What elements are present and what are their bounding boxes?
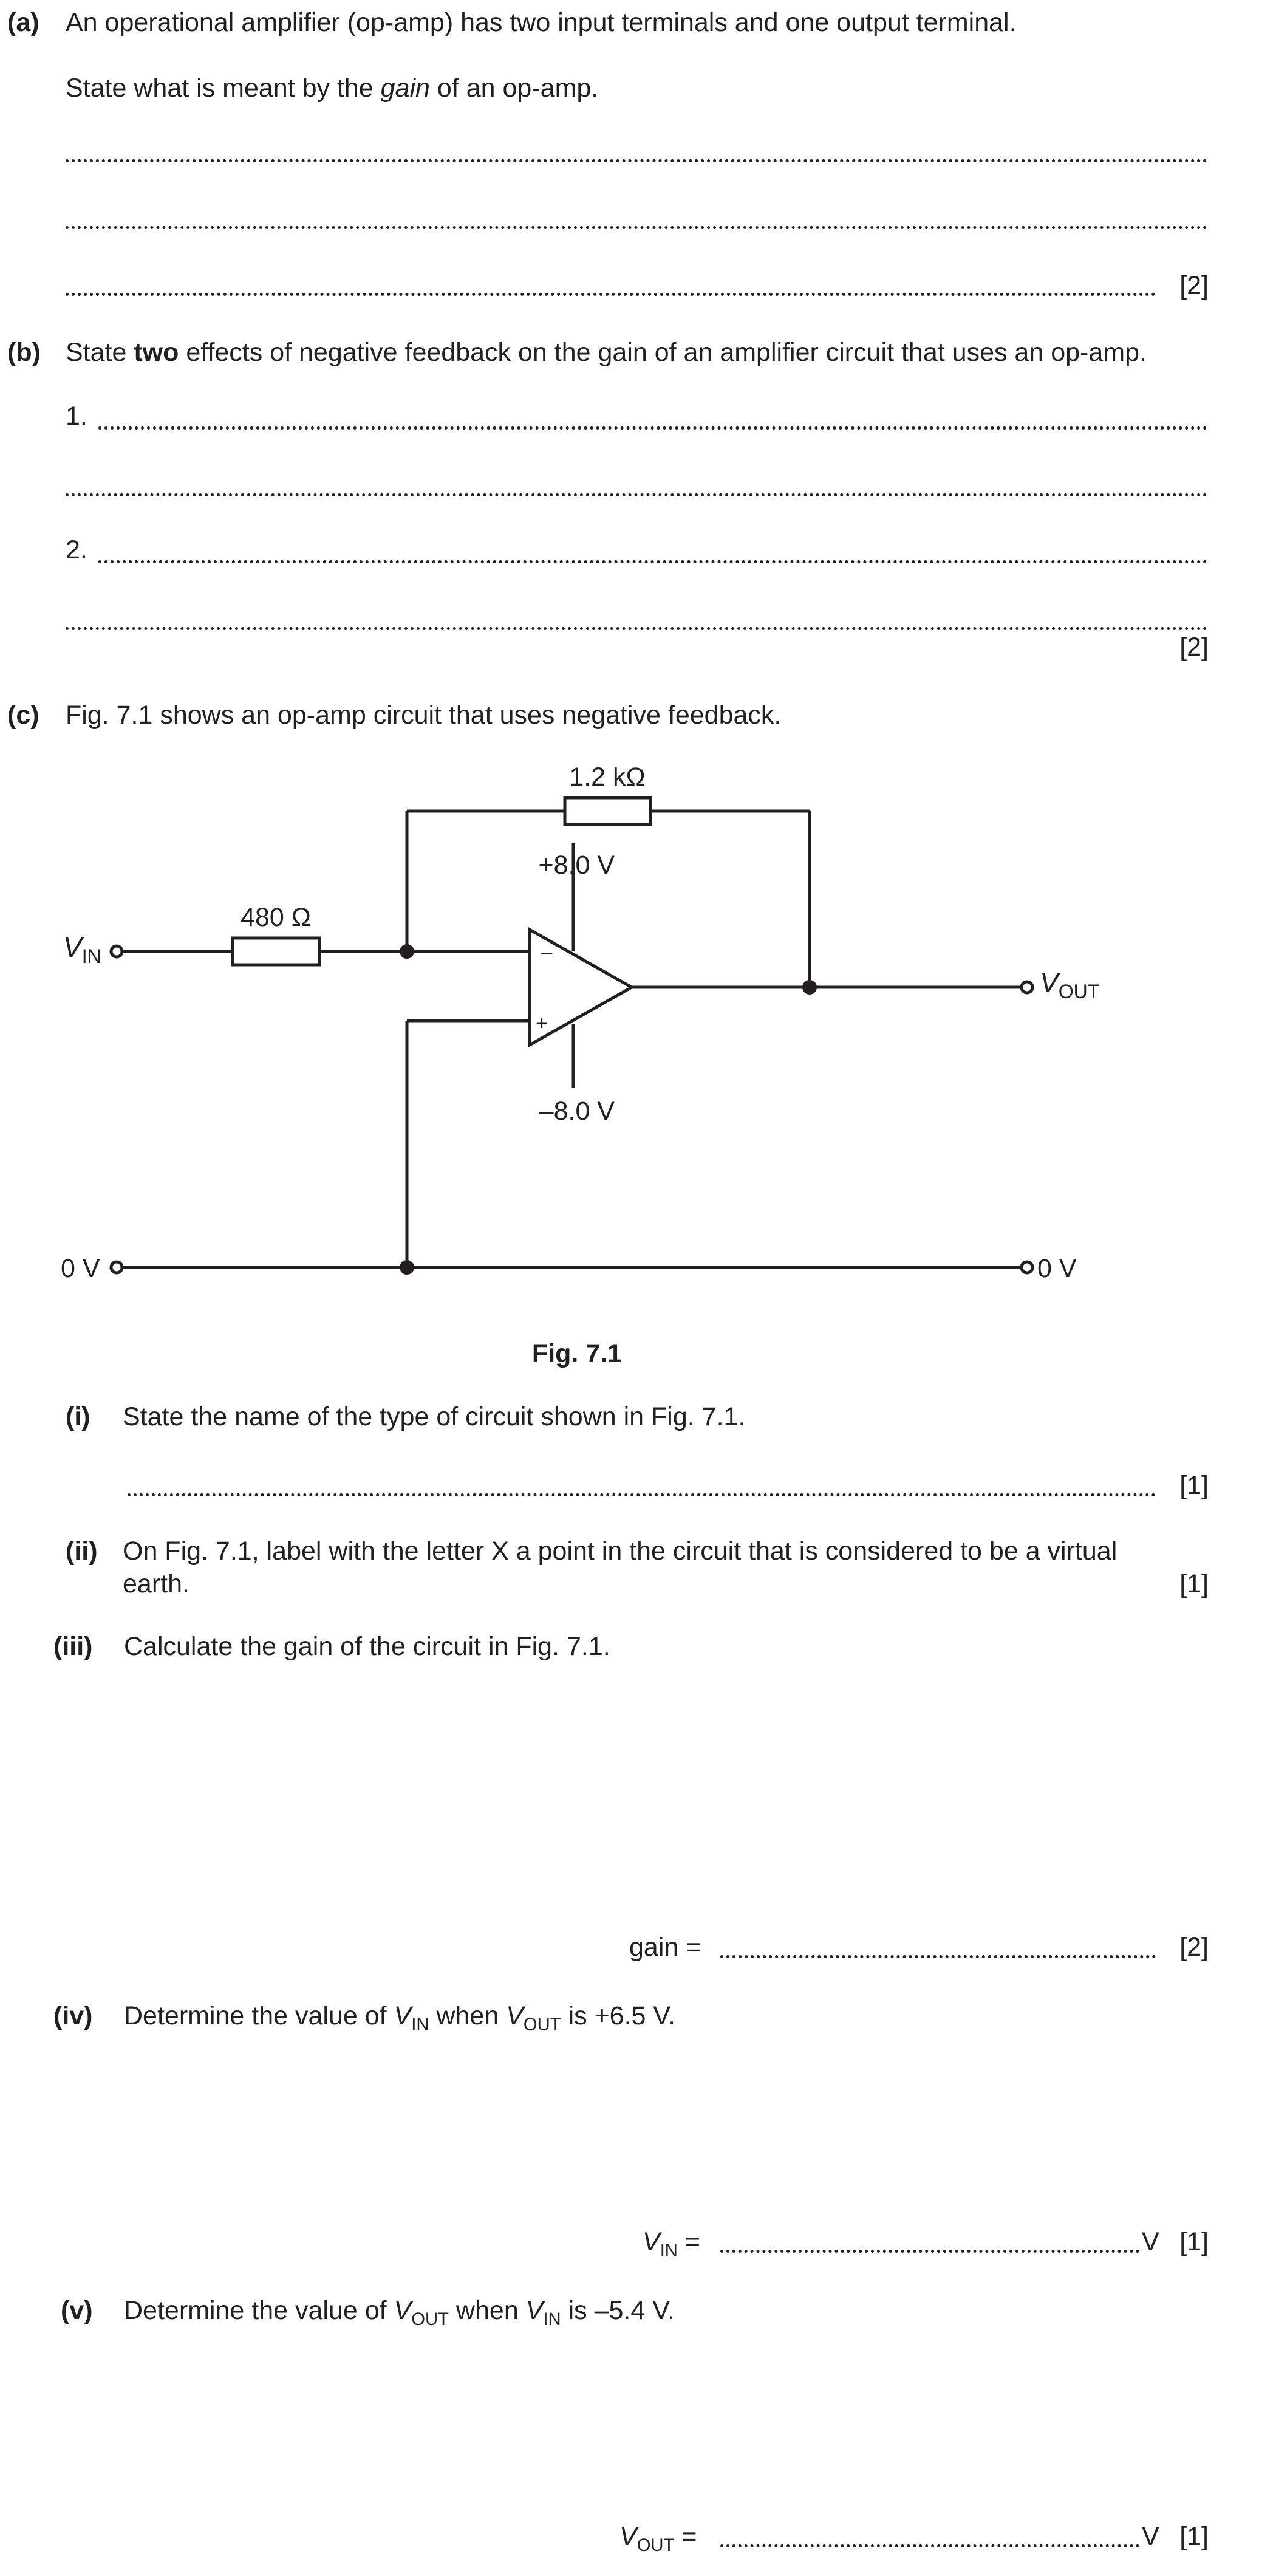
q-iv-mark: [1] [1179,2227,1209,2256]
gain-answer-label: gain = [629,1933,701,1962]
part-b-mark: [2] [1179,632,1209,662]
q-v-text-2: when [448,2296,526,2325]
q-ii-text-line1: On Fig. 7.1, label with the letter X a p… [123,1536,1117,1566]
terminal-ground-right [1020,1260,1034,1275]
terminal-ground-left [109,1260,124,1275]
q-iv-text: Determine the value of VIN when VOUT is … [124,2001,675,2036]
resistor-feedback [563,796,652,826]
vout-answer-eq: = [674,2522,697,2551]
answer-line-i[interactable] [128,1493,1156,1496]
vout-answer-unit: V [1142,2522,1159,2551]
q-i-text: State the name of the type of circuit sh… [123,1402,746,1431]
answer-line-a1[interactable] [66,159,1207,162]
q-v-text-3: is –5.4 V. [561,2296,675,2325]
q-ii-label: (ii) [66,1536,98,1566]
supply-negative-label: –8.0 V [539,1097,615,1126]
vout-answer-line[interactable] [720,2544,1139,2547]
part-b-item-1-label: 1. [66,402,87,431]
answer-line-b1[interactable] [98,426,1207,430]
part-a-question-gain: gain [380,74,430,103]
ground-label-right: 0 V [1037,1254,1077,1283]
q-iii-mark: [2] [1179,1933,1209,1962]
vout-answer-v: V [619,2522,637,2551]
ground-label-left: 0 V [61,1254,100,1283]
gain-answer-line[interactable] [720,1955,1156,1958]
q-iv-v2: V [506,2001,524,2030]
part-b-text-bold: two [134,338,179,367]
resistor-input-label: 480 Ω [241,903,311,932]
answer-line-b4[interactable] [66,627,1207,630]
q-iv-v1: V [394,2001,412,2030]
q-v-s1: OUT [411,2310,449,2330]
part-a-question-pre: State what is meant by the [66,74,381,103]
q-iv-text-3: is +6.5 V. [561,2001,676,2030]
junction-inverting [400,944,414,959]
q-v-v1: V [394,2296,412,2325]
q-iii-label: (iii) [53,1632,93,1661]
q-iv-label: (iv) [53,2001,93,2030]
q-iv-s2: OUT [523,2015,561,2035]
part-a-question: State what is meant by the gain of an op… [66,73,598,104]
q-i-mark: [1] [1179,1471,1209,1500]
part-a-text: An operational amplifier (op-amp) has tw… [66,8,1017,37]
op-amp-symbol [528,927,635,1048]
q-i-label: (i) [66,1402,90,1431]
q-v-label: (v) [61,2296,93,2325]
junction-output [802,980,817,995]
q-v-text: Determine the value of VOUT when VIN is … [124,2295,675,2331]
resistor-feedback-label: 1.2 kΩ [569,762,645,792]
part-b-text: State two effects of negative feedback o… [66,337,1147,369]
q-ii-text-line2: earth. [123,1569,189,1598]
terminal-vin [109,944,124,959]
part-a-label: (a) [7,8,39,37]
noninverting-input-sign: + [536,1012,548,1035]
q-iii-text: Calculate the gain of the circuit in Fig… [124,1632,610,1661]
vin-label: VIN [63,931,101,967]
q-iv-text-2: when [429,2001,507,2030]
answer-line-a3[interactable] [66,293,1156,296]
vout-answer-label: VOUT = [619,2521,697,2557]
part-b-text-post: effects of negative feedback on the gain… [179,338,1147,367]
vout-answer-sub: OUT [636,2536,675,2556]
vin-answer-unit: V [1142,2227,1159,2256]
q-ii-mark: [1] [1179,1569,1209,1598]
vin-answer-label: VIN = [643,2227,700,2262]
q-v-s2: IN [543,2310,561,2330]
terminal-vout [1020,980,1034,995]
part-a-question-post: of an op-amp. [429,74,599,103]
part-b-text-pre: State [66,338,134,367]
q-v-v2: V [525,2296,544,2325]
figure-caption: Fig. 7.1 [531,1339,623,1368]
junction-ground [400,1260,414,1275]
answer-line-b2[interactable] [66,493,1207,496]
q-iv-s1: IN [411,2015,429,2035]
supply-positive-label: +8.0 V [538,851,615,880]
vin-answer-v: V [643,2227,660,2256]
part-a-mark: [2] [1179,271,1209,300]
q-iv-text-1: Determine the value of [124,2001,394,2030]
answer-line-b3[interactable] [98,560,1207,563]
op-amp-circuit-diagram: 1.2 kΩ 480 Ω +8.0 V –8.0 V − + VIN VOUT … [61,762,1099,1283]
q-v-mark: [1] [1179,2522,1209,2551]
vout-label: VOUT [1040,967,1099,1002]
part-b-item-2-label: 2. [66,535,87,564]
inverting-input-sign: − [539,940,553,967]
vin-answer-line[interactable] [720,2250,1139,2253]
q-v-text-1: Determine the value of [124,2296,394,2325]
vin-answer-sub: IN [660,2241,678,2261]
vin-answer-eq: = [677,2227,700,2256]
part-c-label: (c) [7,701,39,730]
answer-line-a2[interactable] [66,226,1207,229]
resistor-input [231,936,321,967]
part-c-text: Fig. 7.1 shows an op-amp circuit that us… [66,701,782,730]
part-b-label: (b) [7,338,41,367]
